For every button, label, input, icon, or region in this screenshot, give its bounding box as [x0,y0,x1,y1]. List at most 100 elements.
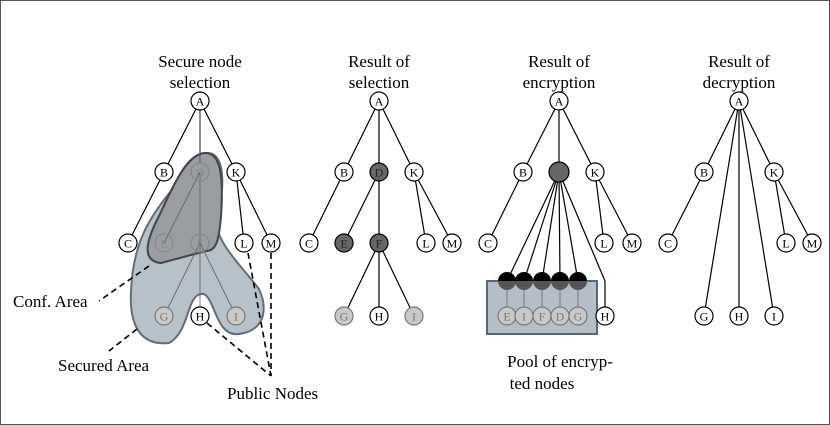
title-3-line1: Result of [528,52,590,71]
title-4-line2: decryption [703,73,776,92]
node-L [416,233,436,253]
node-A-label: A [196,95,205,109]
p4-node-B [694,162,714,182]
node-K [226,162,246,182]
secured-area-pointer [108,328,138,352]
node-C-label: C [484,237,492,251]
edge-KM [235,171,272,244]
title-3-line2: encryption [523,73,596,92]
edge-BC [487,171,524,244]
edge-AB [163,100,201,173]
node-G [334,306,354,326]
node-E [334,233,354,253]
node-M [622,233,642,253]
node-C [299,233,319,253]
p4-node-C-label: C [664,237,672,251]
node-A [190,91,210,111]
node-K [585,162,605,182]
pool-node-label-0: E [503,310,510,324]
node-E-label: E [340,237,347,251]
pool-dark-bottom-0 [498,281,516,290]
edge-FI [199,242,237,317]
node-F [190,233,210,253]
node-H [190,306,210,326]
p4-node-A-label: A [735,95,744,109]
p4-node-M [802,233,822,253]
pool-dark-bottom-3 [551,281,569,290]
title-1-line2: selection [170,73,231,92]
pool-black-top-2 [533,272,551,281]
edge-KL [235,171,245,244]
conf-area-label: Conf. Area [13,292,88,311]
node-I [226,306,246,326]
pool-label-line1: Pool of encryp- [507,352,613,371]
p4-node-H [729,306,749,326]
node-M-label: M [266,237,277,251]
p4-node-I-label: I [772,310,776,324]
edge-to-pool-1 [523,171,560,282]
node-H [595,306,615,326]
edge-KL [413,171,427,244]
pool-black-top-4 [569,272,587,281]
edge-FI [378,242,415,317]
pool-dark-bottom-2 [533,281,551,290]
node-L-label: L [422,237,429,251]
node-I-label: I [412,310,416,324]
node-D [369,162,389,182]
p4-node-L-label: L [782,237,789,251]
node-K [404,162,424,182]
node-H-label: H [375,310,384,324]
node-L [234,233,254,253]
node-F-label: F [376,237,383,251]
node-G-label: G [340,310,349,324]
node-L-label: L [600,237,607,251]
edge-AK [558,100,596,173]
node-A-label: A [555,95,564,109]
edge-to-pool-2 [541,171,560,282]
pool-node-label-2: F [539,310,546,324]
edge-AK [738,100,775,173]
node-D [190,162,210,182]
edge-BC [127,171,165,244]
node-K-label: K [232,166,241,180]
edge-AB [522,100,560,173]
node-H [369,306,389,326]
pool-black-top-0 [498,272,516,281]
edge-AK [199,100,237,173]
edge-AB [343,100,380,173]
node-B [513,162,533,182]
edge-to-H-a [558,171,606,282]
p4-node-I [764,306,784,326]
node-E [154,233,174,253]
node-L [594,233,614,253]
edge-BC [308,171,345,244]
pool-black-top-3 [551,272,569,281]
secured-area-label: Secured Area [58,356,150,375]
node-M [442,233,462,253]
public-pointer-L [247,252,272,377]
edge-KM [594,171,633,244]
node-L-label: L [240,237,247,251]
node-B-label: B [160,166,168,180]
node-D-label: D [196,166,205,180]
public-pointer-H [206,322,272,377]
pool-dark-bottom-1 [515,281,533,290]
p4-node-K [764,162,784,182]
edge-to-pool-3 [558,171,561,282]
node-M-label: M [447,237,458,251]
node-A [369,91,389,111]
p4-node-L [776,233,796,253]
node-F [369,233,389,253]
node-E-label: E [160,237,167,251]
edge-to-pool-0 [506,171,560,282]
pool-label-line2: ted nodes [510,374,575,393]
node-M [261,233,281,253]
node-H-label: H [601,310,610,324]
edge-to-pool-4 [558,171,579,282]
node-I-label: I [234,310,238,324]
node-C [478,233,498,253]
edge-AG [703,100,740,317]
edge-BC [667,171,705,244]
pool-node-label-1: I [522,310,526,324]
